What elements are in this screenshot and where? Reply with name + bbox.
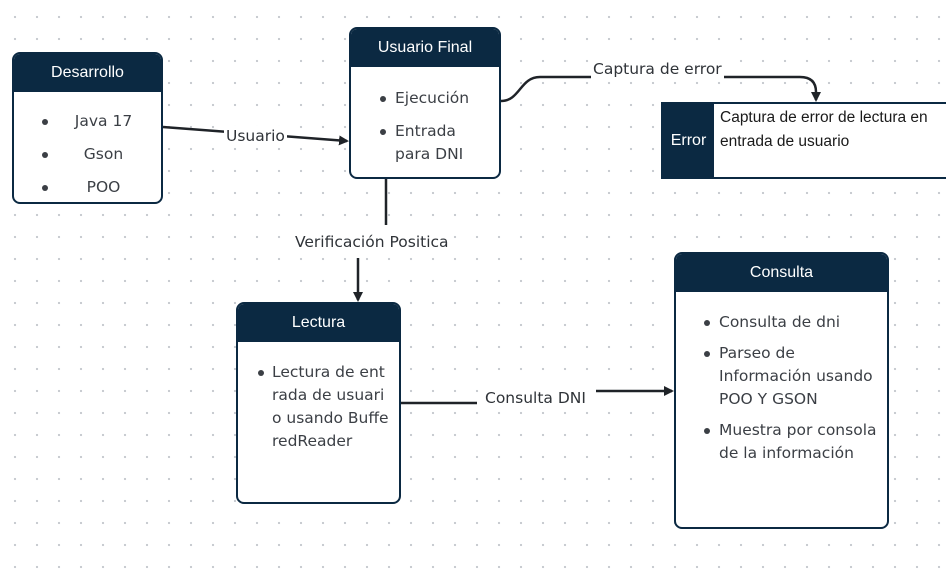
node-title: Lectura (238, 304, 399, 342)
edge-usuario-to-error (500, 75, 821, 103)
error-text-line: Captura de error de lectura en (720, 109, 928, 126)
node-desarrollo[interactable]: Desarrollo Java 17 Gson POO (12, 52, 163, 204)
list-item: Muestra por consola de la información (704, 419, 879, 465)
list-item: Entrada para DNI (380, 120, 495, 166)
list-item: Lectura de entrada de usuario usando Buf… (258, 361, 390, 453)
node-item-list: Consulta de dni Parseo de Información us… (676, 292, 887, 465)
node-title: Consulta (676, 254, 887, 292)
edge-label-captura-error: Captura de error (591, 59, 724, 79)
edge-label-usuario: Usuario (224, 126, 287, 146)
edge-usuario-to-lectura (358, 179, 388, 300)
node-item-list: Ejecución Entrada para DNI (351, 67, 499, 166)
node-item-list: Java 17 Gson POO (14, 92, 161, 202)
node-title: Desarrollo (14, 54, 161, 92)
error-description: Captura de error de lectura en entrada d… (714, 104, 928, 177)
edge-lectura-to-consulta (401, 391, 672, 405)
list-item: Java 17 (14, 110, 161, 143)
node-error[interactable]: Error Captura de error de lectura en ent… (661, 102, 946, 179)
node-lectura[interactable]: Lectura Lectura de entrada de usuario us… (236, 302, 401, 504)
list-item: Gson (14, 143, 161, 176)
list-item: POO (14, 176, 161, 202)
node-usuario-final[interactable]: Usuario Final Ejecución Entrada para DNI (349, 27, 501, 179)
list-item: Consulta de dni (704, 311, 879, 334)
edge-label-consulta-dni: Consulta DNI (483, 388, 588, 408)
node-title: Usuario Final (351, 29, 499, 67)
list-item: Parseo de Información usando POO Y GSON (704, 342, 879, 411)
edge-label-verificacion: Verificación Positica (293, 232, 451, 252)
list-item: Ejecución (380, 87, 495, 110)
error-text-line: entrada de usuario (720, 133, 850, 150)
node-consulta[interactable]: Consulta Consulta de dni Parseo de Infor… (674, 252, 889, 529)
error-tag: Error (663, 104, 714, 177)
node-item-list: Lectura de entrada de usuario usando Buf… (238, 342, 399, 453)
